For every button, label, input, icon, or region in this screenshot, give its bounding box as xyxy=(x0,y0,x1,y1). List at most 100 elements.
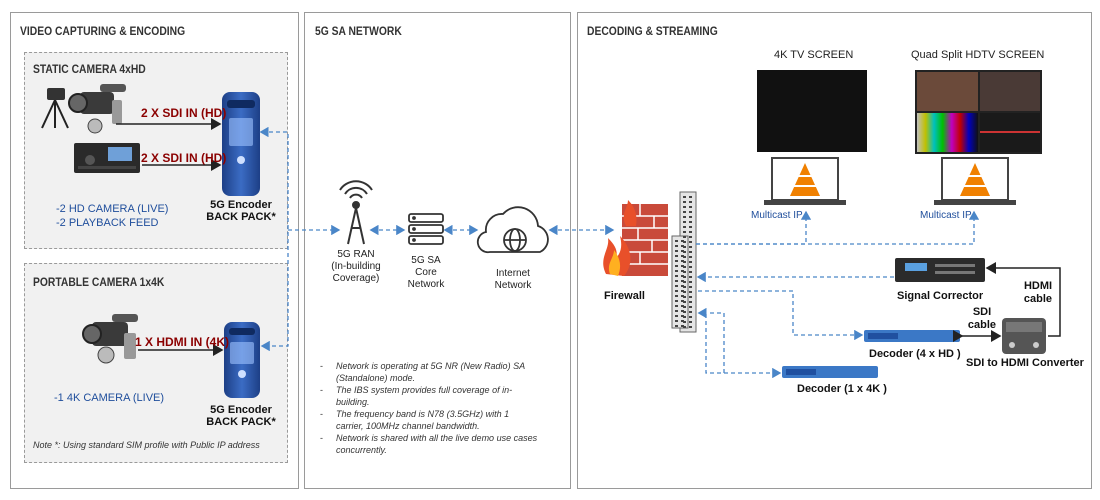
hdmi-label: 1 X HDMI IN (4K) xyxy=(135,335,230,349)
note-2-line2: building. xyxy=(336,397,370,407)
switch-port xyxy=(683,221,686,223)
note-1-line2: (Standalone) mode. xyxy=(336,373,416,383)
switch-port xyxy=(683,271,686,273)
note-3-line2: carrier, 100MHz channel bandwidth. xyxy=(336,421,480,431)
switch-port xyxy=(683,226,686,228)
switch-port xyxy=(683,286,686,288)
switch-port xyxy=(675,300,678,302)
switch-port xyxy=(689,311,692,313)
switch-port xyxy=(683,311,686,313)
switch-port xyxy=(683,321,686,323)
switch-port xyxy=(675,315,678,317)
switch-port xyxy=(683,231,686,233)
switch-port xyxy=(689,216,692,218)
decoder-1x4k-label: Decoder (1 x 4K ) xyxy=(797,383,887,395)
sdi-cable-label: SDI cable xyxy=(964,306,1000,332)
switch-port xyxy=(681,255,684,257)
switch-port xyxy=(681,285,684,287)
ran-label: 5G RAN (In-building Coverage) xyxy=(318,249,394,285)
switch-port xyxy=(675,275,678,277)
switch-port xyxy=(689,271,692,273)
internet-label: Internet Network xyxy=(478,268,548,292)
switch-port xyxy=(689,276,692,278)
sdi-label-2: 2 X SDI IN (HD) xyxy=(141,151,227,165)
switch-port xyxy=(681,315,684,317)
switch-port xyxy=(683,251,686,253)
firewall-icon xyxy=(603,200,668,276)
switch-port xyxy=(683,326,686,328)
sdi-cable-line2: cable xyxy=(967,319,997,331)
switch-port xyxy=(683,316,686,318)
note-item: -The frequency band is N78 (3.5GHz) with… xyxy=(320,409,510,431)
switch-port xyxy=(689,236,692,238)
switch-port xyxy=(681,265,684,267)
switch-port xyxy=(683,306,686,308)
switch-port xyxy=(689,301,692,303)
switch-port xyxy=(689,256,692,258)
switch-port xyxy=(683,206,686,208)
switch-port xyxy=(675,305,678,307)
switch-port xyxy=(683,276,686,278)
encoder-1-label: 5G Encoder BACK PACK* xyxy=(196,199,286,223)
switch-port xyxy=(681,300,684,302)
switch-port xyxy=(683,201,686,203)
video-camera-icon xyxy=(82,314,138,364)
internet-line2: Network xyxy=(494,280,532,291)
encoder-backpack-icon xyxy=(222,92,260,196)
link-decoder-4hd xyxy=(698,290,864,341)
encoder-2-line2: BACK PACK* xyxy=(206,416,276,428)
switch-port xyxy=(675,270,678,272)
section-title-decoding: DECODING & STREAMING xyxy=(587,24,718,38)
switch-port xyxy=(689,251,692,253)
core-line1: 5G SA xyxy=(411,255,441,266)
sdi-label-1: 2 X SDI IN (HD) xyxy=(141,106,227,120)
switch-port xyxy=(689,286,692,288)
switch-port xyxy=(689,206,692,208)
switch-port xyxy=(675,255,678,257)
switch-port xyxy=(681,320,684,322)
laptop-vlc-icon xyxy=(764,157,846,205)
switch-port xyxy=(683,266,686,268)
decoder-4hd-label: Decoder (4 x HD ) xyxy=(869,348,961,360)
converter-icon xyxy=(1002,318,1046,354)
core-line3: Network xyxy=(407,279,445,290)
switch-port xyxy=(689,221,692,223)
firewall-label: Firewall xyxy=(604,290,645,302)
hdmi-cable-label: HDMI cable xyxy=(1018,280,1058,306)
static-desc-2: -2 PLAYBACK FEED xyxy=(56,217,159,229)
note-1-line1: Network is operating at 5G NR (New Radio… xyxy=(336,361,526,371)
quad-screen-label: Quad Split HDTV SCREEN xyxy=(911,49,1045,61)
note-item: -Network is shared with all the live dem… xyxy=(320,433,538,455)
tv-screen-icon xyxy=(757,70,867,152)
switch-port xyxy=(681,275,684,277)
switch-port xyxy=(683,281,686,283)
encoder-1-line2: BACK PACK* xyxy=(206,211,276,223)
switch-port xyxy=(683,211,686,213)
switch-port xyxy=(683,256,686,258)
switch-ports xyxy=(675,196,692,328)
switch-port xyxy=(689,296,692,298)
switch-port xyxy=(683,241,686,243)
link-decoder-1x4k xyxy=(697,307,782,379)
switch-port xyxy=(683,296,686,298)
switch-port xyxy=(681,295,684,297)
encoder-2-label: 5G Encoder BACK PACK* xyxy=(196,404,286,428)
converter-label: SDI to HDMI Converter xyxy=(966,357,1084,369)
switch-port xyxy=(689,231,692,233)
tv-screen-icon xyxy=(915,70,1042,154)
link-multicast-quad xyxy=(696,210,980,245)
note-2-line1: The IBS system provides full coverage of… xyxy=(336,385,513,395)
note-item: -Network is operating at 5G NR (New Radi… xyxy=(320,361,526,383)
switch-port xyxy=(683,261,686,263)
network-notes: -Network is operating at 5G NR (New Radi… xyxy=(320,360,565,456)
note-4-line2: concurrently. xyxy=(336,445,387,455)
note-4-line1: Network is shared with all the live demo… xyxy=(336,433,538,443)
switch-port xyxy=(675,240,678,242)
static-desc-1: -2 HD CAMERA (LIVE) xyxy=(56,203,169,215)
note-item: -The IBS system provides full coverage o… xyxy=(320,385,513,407)
portable-camera-title: PORTABLE CAMERA 1x4K xyxy=(33,275,165,289)
switch-port xyxy=(683,246,686,248)
video-camera-icon xyxy=(68,84,126,134)
server-core-icon xyxy=(408,213,444,245)
